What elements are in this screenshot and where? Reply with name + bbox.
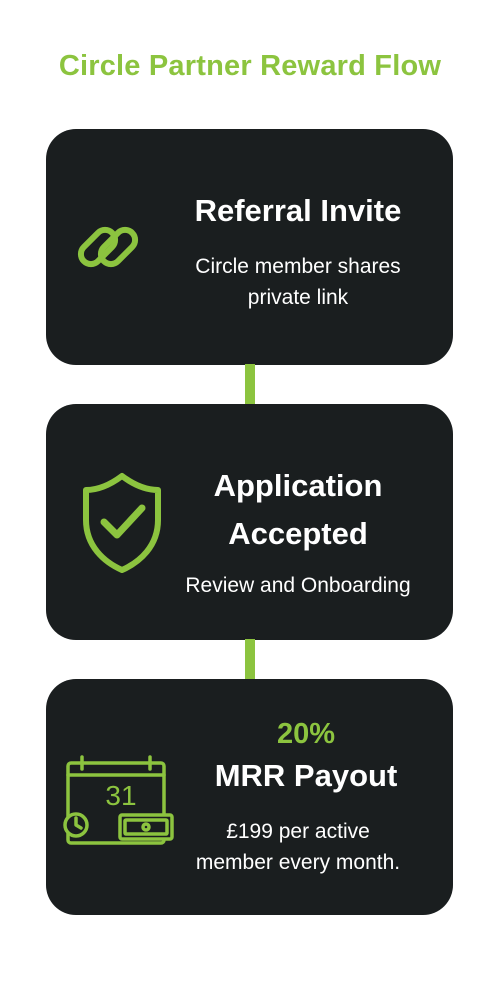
- step-title-line-2: Accepted: [228, 516, 368, 551]
- page-title: Circle Partner Reward Flow: [58, 50, 442, 82]
- payout-percentage: 20%: [276, 718, 336, 750]
- step-card-referral-invite: Referral Invite Circle member shares pri…: [46, 129, 453, 365]
- step-title: MRR Payout: [214, 758, 398, 793]
- step-description-line-2: private link: [247, 286, 349, 309]
- step-title: Referral Invite: [194, 193, 402, 228]
- step-description-line-2: member every month.: [195, 851, 401, 874]
- step-description: Review and Onboarding: [185, 574, 411, 597]
- shield-check-icon: [80, 470, 164, 579]
- step-description-line-1: Circle member shares: [195, 255, 401, 278]
- chain-link-icon: [72, 211, 144, 288]
- step-card-mrr-payout: 31 20% MRR Payout £199 per active member…: [46, 679, 453, 915]
- step-title-line-1: Application: [213, 468, 383, 503]
- step-description-line-1: £199 per active: [226, 820, 370, 843]
- calendar-day-number: 31: [105, 780, 137, 811]
- calendar-payment-icon: 31: [62, 755, 178, 852]
- step-card-application-accepted: Application Accepted Review and Onboardi…: [46, 404, 453, 640]
